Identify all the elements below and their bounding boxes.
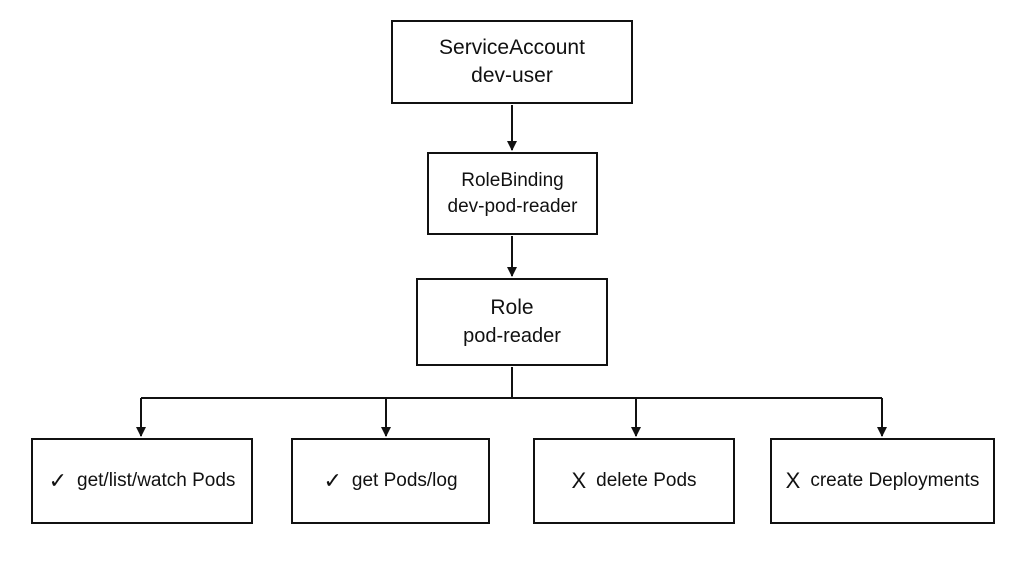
permission-label: get/list/watch Pods [77, 470, 236, 491]
role-node: Role pod-reader [416, 278, 608, 366]
node-name-label: pod-reader [463, 324, 561, 347]
check-icon: ✓ [323, 468, 342, 493]
permission-node-allowed: ✓ get/list/watch Pods [31, 438, 253, 524]
check-icon: ✓ [48, 468, 67, 493]
permission-label: get Pods/log [351, 470, 458, 491]
cross-icon: X [571, 468, 587, 493]
permission-node-allowed: ✓ get Pods/log [291, 438, 490, 524]
permission-label: create Deployments [810, 470, 980, 491]
node-name-label: dev-pod-reader [447, 195, 578, 217]
permission-node-denied: X delete Pods [533, 438, 735, 524]
node-name-label: dev-user [471, 64, 553, 87]
node-kind-label: Role [490, 296, 534, 320]
service-account-node: ServiceAccount dev-user [391, 20, 633, 104]
permission-node-denied: X create Deployments [770, 438, 995, 524]
node-kind-label: ServiceAccount [439, 35, 585, 59]
cross-icon: X [785, 468, 801, 493]
node-kind-label: RoleBinding [461, 169, 564, 191]
role-binding-node: RoleBinding dev-pod-reader [427, 152, 598, 235]
permission-label: delete Pods [596, 470, 697, 491]
